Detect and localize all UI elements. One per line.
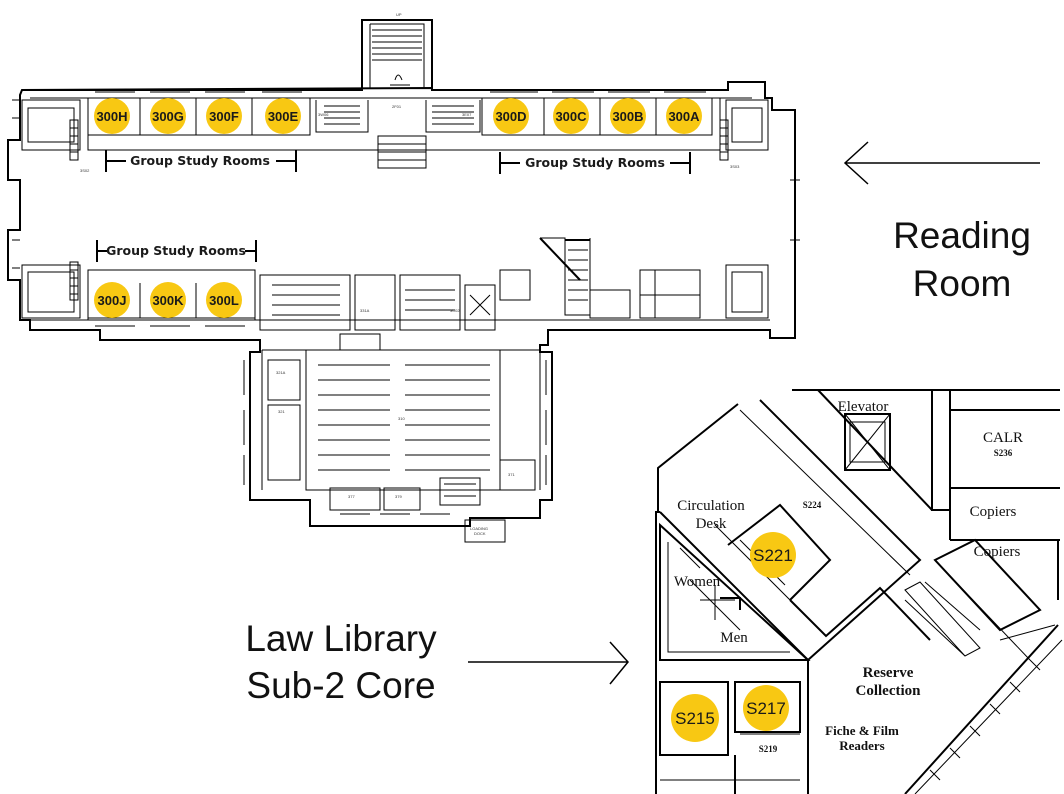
- group-study-label-top-left: Group Study Rooms: [105, 150, 297, 172]
- study-room-300J[interactable]: 300J: [94, 282, 130, 318]
- svg-text:3W06: 3W06: [318, 112, 329, 117]
- reading-room-label-line1: Reading: [893, 215, 1031, 256]
- svg-text:LOADING: LOADING: [470, 526, 488, 531]
- circulation-desk-label-line1: Circulation: [677, 498, 745, 514]
- study-room-300K[interactable]: 300K: [150, 282, 186, 318]
- fiche-film-label-line2: Readers: [839, 738, 885, 753]
- calr-label: CALR: [983, 430, 1023, 446]
- law-library-arrow-icon: [468, 641, 629, 685]
- elevator-label: Elevator: [838, 399, 889, 415]
- svg-text:3S02: 3S02: [80, 168, 90, 173]
- svg-text:300K: 300K: [152, 293, 184, 308]
- svg-text:321: 321: [278, 409, 285, 414]
- svg-text:3E07: 3E07: [462, 112, 472, 117]
- fiche-film-label-line1: Fiche & Film: [825, 723, 899, 738]
- svg-text:300J: 300J: [98, 293, 127, 308]
- calr-room-number: S236: [994, 448, 1013, 458]
- study-room-300L[interactable]: 300L: [206, 282, 242, 318]
- law-library-label-line2: Sub-2 Core: [246, 665, 435, 706]
- svg-text:S217: S217: [746, 699, 786, 718]
- svg-text:300B: 300B: [612, 109, 643, 124]
- svg-text:379: 379: [395, 494, 402, 499]
- study-room-300B[interactable]: 300B: [610, 98, 646, 134]
- svg-text:300C: 300C: [555, 109, 587, 124]
- circulation-desk-label-line2: Desk: [696, 516, 727, 532]
- svg-text:300D: 300D: [495, 109, 526, 124]
- study-room-300F[interactable]: 300F: [206, 98, 242, 134]
- room-s221[interactable]: S221: [750, 532, 796, 578]
- study-room-300G[interactable]: 300G: [150, 98, 186, 134]
- svg-text:300H: 300H: [96, 109, 127, 124]
- group-study-label-top-right: Group Study Rooms: [499, 152, 691, 174]
- svg-text:331A: 331A: [360, 308, 370, 313]
- reading-room-label-line2: Room: [913, 263, 1012, 304]
- svg-text:300G: 300G: [152, 109, 184, 124]
- svg-text:377: 377: [348, 494, 355, 499]
- svg-text:Group Study Rooms: Group Study Rooms: [130, 153, 270, 168]
- group-study-label-bottom: Group Study Rooms: [96, 240, 257, 262]
- copiers-label-2: Copiers: [974, 544, 1021, 560]
- women-restroom-label: Women: [674, 574, 721, 590]
- reading-room-arrow-icon: [843, 141, 1040, 185]
- men-restroom-label: Men: [720, 630, 748, 646]
- svg-text:300F: 300F: [209, 109, 239, 124]
- room-s224-label: S224: [803, 500, 822, 510]
- svg-text:300A: 300A: [668, 109, 700, 124]
- study-room-300C[interactable]: 300C: [553, 98, 589, 134]
- svg-text:371: 371: [508, 472, 515, 477]
- svg-text:3C02: 3C02: [450, 308, 460, 313]
- reading-room-floor-plan: 2F01 3W06 3E07 3S02 3S03 331A 3C02 321A …: [7, 12, 800, 543]
- svg-text:300E: 300E: [268, 109, 299, 124]
- law-library-floor-plan: [655, 389, 1063, 794]
- reserve-collection-label-line1: Reserve: [863, 665, 914, 681]
- svg-text:321A: 321A: [276, 370, 286, 375]
- svg-text:3S03: 3S03: [730, 164, 740, 169]
- study-room-300E[interactable]: 300E: [265, 98, 301, 134]
- law-library-label-line1: Law Library: [245, 618, 437, 659]
- svg-text:UP: UP: [396, 12, 402, 17]
- room-s219-label: S219: [759, 744, 778, 754]
- svg-text:310: 310: [398, 416, 405, 421]
- study-room-300D[interactable]: 300D: [493, 98, 529, 134]
- reserve-collection-label-line2: Collection: [856, 683, 922, 699]
- copiers-label-1: Copiers: [970, 504, 1017, 520]
- svg-text:Group Study Rooms: Group Study Rooms: [106, 243, 246, 258]
- study-room-300H[interactable]: 300H: [94, 98, 130, 134]
- svg-text:S221: S221: [753, 546, 793, 565]
- svg-text:DOCK: DOCK: [474, 531, 486, 536]
- room-s215[interactable]: S215: [671, 694, 719, 742]
- svg-text:2F01: 2F01: [392, 104, 402, 109]
- svg-text:300L: 300L: [209, 293, 239, 308]
- svg-text:S215: S215: [675, 709, 715, 728]
- study-room-300A[interactable]: 300A: [666, 98, 702, 134]
- svg-text:Group Study Rooms: Group Study Rooms: [525, 155, 665, 170]
- room-s217[interactable]: S217: [743, 685, 789, 731]
